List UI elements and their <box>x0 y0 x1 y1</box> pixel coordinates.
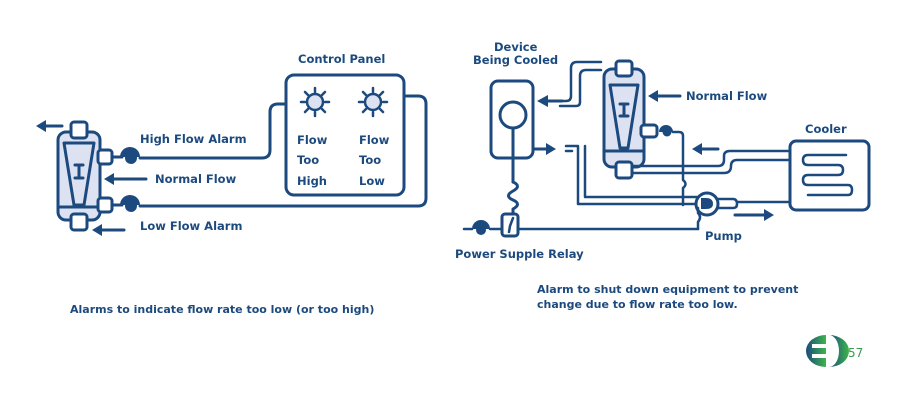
logo-number: 57 <box>848 346 863 360</box>
lamp-low-icon <box>357 86 389 118</box>
cooler-return-arrow-icon <box>692 143 720 155</box>
left-flow-meter <box>36 120 114 232</box>
pump-direction-arrow-icon <box>733 209 774 221</box>
low-flow-switch <box>110 94 428 212</box>
device-being-cooled <box>489 79 535 216</box>
pump-label: Pump <box>705 229 742 243</box>
control-panel-title: Control Panel <box>298 52 385 66</box>
outlet-arrow-icon <box>36 120 64 132</box>
pump <box>694 191 792 217</box>
coolant-inlet-pipe <box>537 60 603 108</box>
power-supply-relay <box>462 206 702 238</box>
right-caption-line2: change due to flow rate too low. <box>537 298 738 311</box>
float-icon <box>73 163 85 180</box>
cooler-supply-pipe <box>630 149 792 175</box>
right-flow-meter <box>602 59 659 180</box>
float-icon <box>618 102 630 118</box>
device-label-line1: Device <box>494 40 538 54</box>
relay-label: Power Supple Relay <box>455 247 584 261</box>
left-caption: Alarms to indicate flow rate too low (or… <box>70 303 374 316</box>
cooler-label: Cooler <box>805 122 847 136</box>
logo-right-arc-icon <box>829 335 849 367</box>
indicator-high-line1: Flow <box>297 133 328 147</box>
device-outlet-arrow-icon <box>531 143 556 155</box>
control-panel: Control Panel Flow Too High Flow Too <box>284 52 406 197</box>
indicator-low-line1: Flow <box>359 133 390 147</box>
right-flow-switch <box>659 125 687 207</box>
normal-flow-arrow-icon <box>104 173 148 185</box>
inlet-arrow-icon <box>92 224 126 236</box>
high-flow-alarm-label: High Flow Alarm <box>140 132 247 146</box>
right-caption-line1: Alarm to shut down equipment to prevent <box>537 283 798 296</box>
normal-flow-label: Normal Flow <box>155 172 237 186</box>
high-flow-switch <box>110 102 286 164</box>
normal-flow-arrow-icon <box>648 90 682 102</box>
lamp-high-icon <box>299 86 331 118</box>
normal-flow-label-right: Normal Flow <box>686 89 768 103</box>
indicator-low-line2: Too <box>359 153 381 167</box>
indicator-high-line3: High <box>297 174 327 188</box>
device-label-line2: Being Cooled <box>473 53 558 67</box>
indicator-high-line2: Too <box>297 153 319 167</box>
cooler <box>788 139 871 212</box>
indicator-low-line3: Low <box>359 174 385 188</box>
low-flow-alarm-label: Low Flow Alarm <box>140 219 242 233</box>
return-pipe <box>564 144 700 206</box>
logo: 57 <box>806 335 863 367</box>
logo-left-half-icon <box>806 335 826 367</box>
